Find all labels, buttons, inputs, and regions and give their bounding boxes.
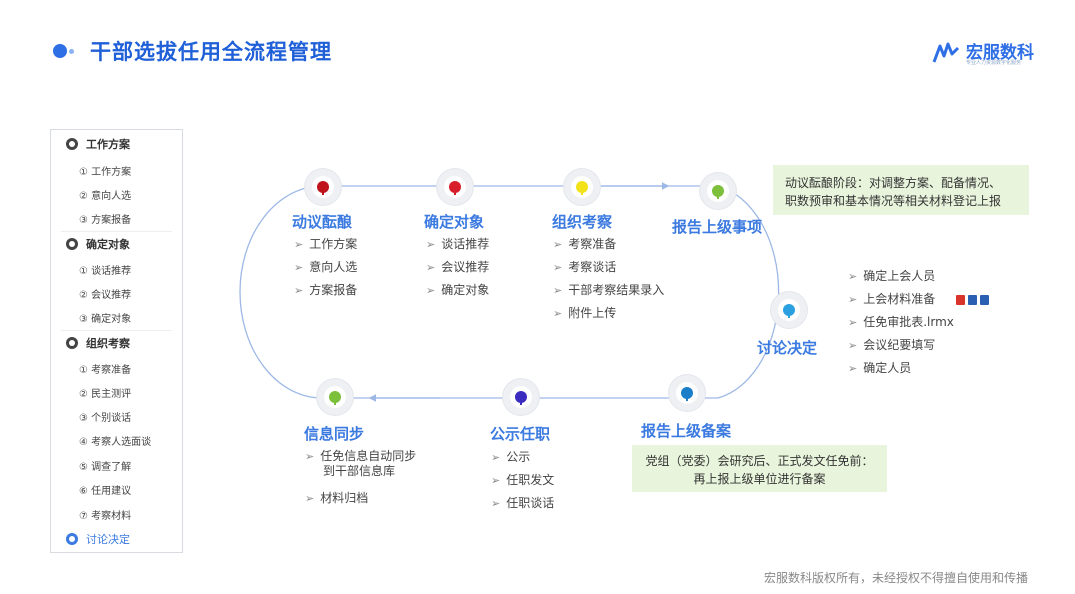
person-icon <box>66 337 78 349</box>
list-item[interactable]: 谈话推荐 <box>426 233 489 256</box>
list-item[interactable]: 公示 <box>491 446 554 469</box>
stage-title-8: 信息同步 <box>304 425 365 443</box>
tree-icon <box>449 181 461 195</box>
tree-icon <box>317 181 329 195</box>
word-file-icon <box>968 294 978 305</box>
tree-icon <box>783 304 795 318</box>
people-icon <box>66 238 78 250</box>
list-item[interactable]: 任职谈话 <box>491 492 554 515</box>
sidebar-group-label: 工作方案 <box>86 138 130 151</box>
logo: 宏服数科 专业人力资源数字化服务 <box>931 38 1049 68</box>
sidebar-item[interactable]: ② 会议推荐 <box>79 289 132 301</box>
stage-title-7: 公示任职 <box>490 425 551 443</box>
note-text: 职数预审和基本情况等相关材料登记上报 <box>785 194 1002 208</box>
sidebar-group-label: 确定对象 <box>86 238 130 251</box>
list-item[interactable]: 会议纪要填写 <box>848 334 989 357</box>
stage-node-5[interactable] <box>771 292 807 328</box>
note-bottom: 党组（党委）会研究后、正式发文任免前： 再上报上级单位进行备案 <box>632 445 887 492</box>
cloud-icon <box>66 533 78 545</box>
tree-icon <box>712 185 724 199</box>
stage-list-3: 考察准备 考察谈话 干部考察结果录入 附件上传 <box>553 233 664 325</box>
list-item[interactable]: 确定对象 <box>426 279 489 302</box>
stage-node-6[interactable] <box>669 375 705 411</box>
sidebar-item[interactable]: ① 工作方案 <box>79 166 132 178</box>
stage-title-2: 确定对象 <box>424 213 485 231</box>
sidebar-item-discussion[interactable]: 讨论决定 <box>51 527 182 551</box>
page-title: 干部选拔任用全流程管理 <box>90 40 332 64</box>
stage-node-7[interactable] <box>503 379 539 415</box>
logo-mark-icon <box>932 42 960 63</box>
word-file-icon <box>980 294 990 305</box>
stage-list-2: 谈话推荐 会议推荐 确定对象 <box>426 233 489 302</box>
stage-node-3[interactable] <box>564 169 600 205</box>
list-item[interactable]: 材料归档 <box>305 487 416 510</box>
list-item[interactable]: 任免审批表.lrmx <box>848 311 989 334</box>
list-item-text: 任免信息自动同步 <box>320 449 417 463</box>
sidebar-group-work-plan[interactable]: 工作方案 <box>51 132 182 156</box>
list-item[interactable]: 考察准备 <box>553 233 664 256</box>
note-top: 动议酝酿阶段：对调整方案、配备情况、 职数预审和基本情况等相关材料登记上报 <box>773 165 1029 215</box>
list-item[interactable]: 任职发文 <box>491 469 554 492</box>
list-item[interactable]: 上会材料准备 <box>848 288 990 311</box>
stage-node-1[interactable] <box>305 169 341 205</box>
stage-title-4: 报告上级事项 <box>672 218 763 236</box>
list-item[interactable]: 考察谈话 <box>553 256 664 279</box>
logo-text: 宏服数科 <box>966 43 1034 63</box>
list-item[interactable]: 干部考察结果录入 <box>553 279 664 302</box>
list-item-text: 到干部信息库 <box>323 464 396 478</box>
list-item[interactable]: 工作方案 <box>294 233 357 256</box>
stage-title-6: 报告上级备案 <box>641 422 732 440</box>
stage-title-1: 动议酝酿 <box>292 213 353 231</box>
sidebar-item-label: 讨论决定 <box>86 533 130 546</box>
list-item[interactable]: 会议推荐 <box>426 256 489 279</box>
copyright-footer: 宏服数科版权所有，未经授权不得擅自使用和传播 <box>764 571 1029 585</box>
stage-list-5: 确定上会人员 上会材料准备 任免审批表.lrmx 会议纪要填写 确定人员 <box>848 265 990 380</box>
pdf-file-icon <box>956 294 966 305</box>
stage-node-2[interactable] <box>437 169 473 205</box>
sidebar-item[interactable]: ⑤ 调查了解 <box>79 461 132 473</box>
list-item[interactable]: 意向人选 <box>294 256 357 279</box>
title-bullet-icon <box>53 44 74 58</box>
stage-list-1: 工作方案 意向人选 方案报备 <box>294 233 357 302</box>
tree-icon <box>515 391 527 405</box>
sidebar-group-label: 组织考察 <box>86 337 130 350</box>
sidebar-item[interactable]: ③ 方案报备 <box>79 214 132 226</box>
sidebar-item[interactable]: ⑦ 考察材料 <box>79 510 132 522</box>
sidebar-item[interactable]: ④ 考察人选面谈 <box>79 436 152 448</box>
tree-icon <box>329 391 341 405</box>
sidebar-item[interactable]: ③ 确定对象 <box>79 313 132 325</box>
list-item[interactable]: 方案报备 <box>294 279 357 302</box>
sidebar-item[interactable]: ③ 个别谈话 <box>79 412 132 424</box>
sidebar-item[interactable]: ② 意向人选 <box>79 190 132 202</box>
file-icons <box>953 292 990 306</box>
list-item[interactable]: 附件上传 <box>553 302 664 325</box>
sidebar-group-org-inspection[interactable]: 组织考察 <box>51 331 182 355</box>
stage-node-4[interactable] <box>700 173 736 209</box>
logo-subtitle: 专业人力资源数字化服务 <box>966 60 1022 66</box>
sidebar-item[interactable]: ① 谈话推荐 <box>79 265 132 277</box>
sidebar-group-confirm-target[interactable]: 确定对象 <box>51 232 182 256</box>
stage-title-5: 讨论决定 <box>757 339 818 357</box>
stage-title-3: 组织考察 <box>552 213 613 231</box>
stage-node-8[interactable] <box>317 379 353 415</box>
note-text: 动议酝酿阶段：对调整方案、配备情况、 <box>785 176 1002 190</box>
list-item[interactable]: 确定人员 <box>848 357 989 380</box>
sidebar-item[interactable]: ⑥ 任用建议 <box>79 485 132 497</box>
list-item[interactable]: 确定上会人员 <box>848 265 989 288</box>
gear-icon <box>66 138 78 150</box>
stage-list-7: 公示 任职发文 任职谈话 <box>491 446 554 515</box>
sidebar-item[interactable]: ② 民主测评 <box>79 388 132 400</box>
note-text: 再上报上级单位进行备案 <box>693 472 826 486</box>
sidebar-item[interactable]: ① 考察准备 <box>79 364 132 376</box>
sidebar: 工作方案 ① 工作方案 ② 意向人选 ③ 方案报备 确定对象 ① 谈话推荐 ② … <box>50 129 183 553</box>
tree-icon <box>681 387 693 401</box>
list-item-text: 上会材料准备 <box>863 292 936 306</box>
tree-icon <box>576 181 588 195</box>
note-text: 党组（党委）会研究后、正式发文任免前： <box>645 454 874 468</box>
